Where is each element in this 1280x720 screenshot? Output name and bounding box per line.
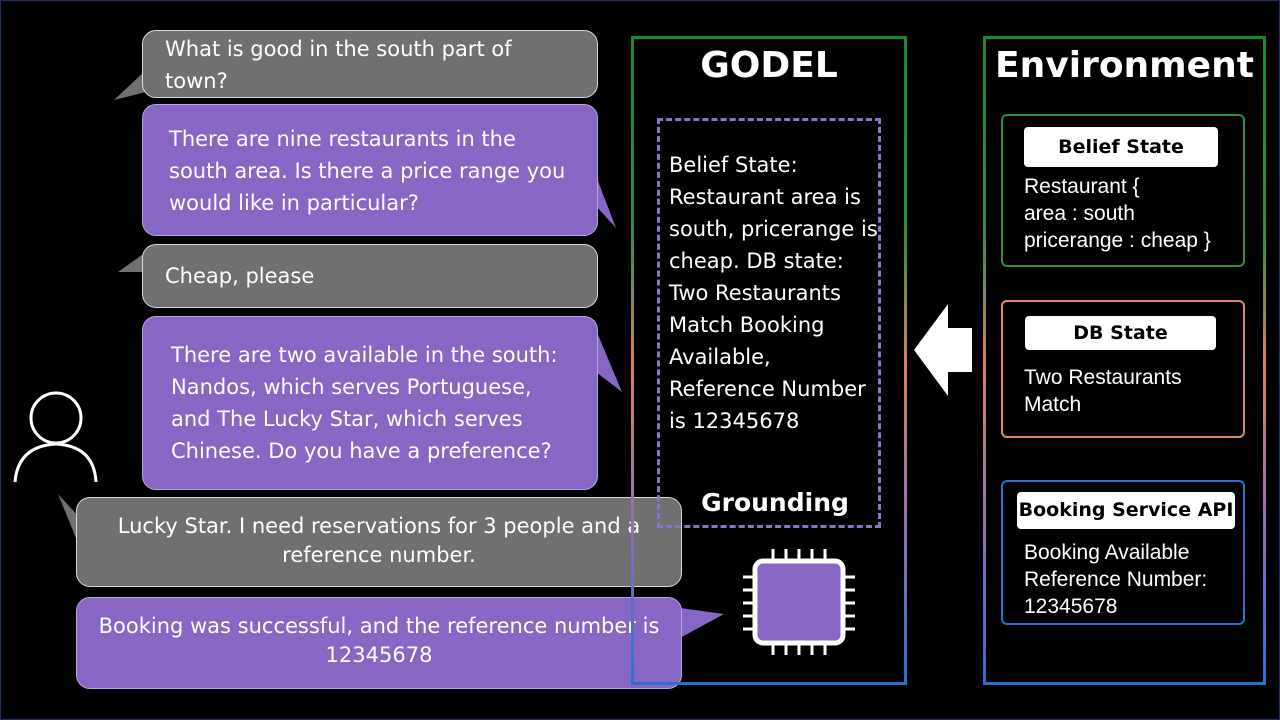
user-tail-3 [58, 494, 80, 548]
grounding-text: Belief State: Restaurant area is south, … [669, 153, 878, 433]
db-state-content: Two Restaurants Match [1024, 366, 1182, 416]
bot-tail-2 [596, 330, 622, 392]
user-tail-2 [118, 252, 146, 272]
environment-title: Environment [995, 45, 1254, 86]
bot-message-1: There are nine restaurants in the south … [142, 104, 598, 236]
db-state-box [1001, 300, 1245, 438]
bot-message-3: Booking was successful, and the referenc… [76, 597, 682, 689]
belief-state-content: Restaurant { area : south pricerange : c… [1024, 175, 1211, 252]
bot-message-2: There are two available in the south: Na… [142, 316, 598, 490]
belief-state-label: Belief State [1024, 127, 1218, 167]
booking-api-content: Booking Available Reference Number: 1234… [1024, 541, 1208, 618]
booking-api-box [1001, 480, 1245, 625]
db-state-label: DB State [1025, 316, 1216, 350]
user-message-3: Lucky Star. I need reservations for 3 pe… [76, 497, 682, 587]
user-message-1: What is good in the south part of town? [142, 30, 598, 98]
grounding-label: Grounding [701, 488, 849, 517]
user-tail-1 [114, 70, 146, 100]
booking-api-label: Booking Service API [1017, 492, 1235, 529]
bot-tail-1 [596, 176, 616, 228]
godel-title: GODEL [700, 45, 838, 86]
chip-icon [743, 549, 855, 655]
arrow-left-icon [914, 304, 972, 396]
godel-panel: GODEL [631, 36, 907, 685]
grounding-box [657, 118, 881, 528]
belief-state-box [1001, 114, 1245, 267]
user-icon [13, 391, 98, 483]
user-message-2: Cheap, please [142, 244, 598, 308]
